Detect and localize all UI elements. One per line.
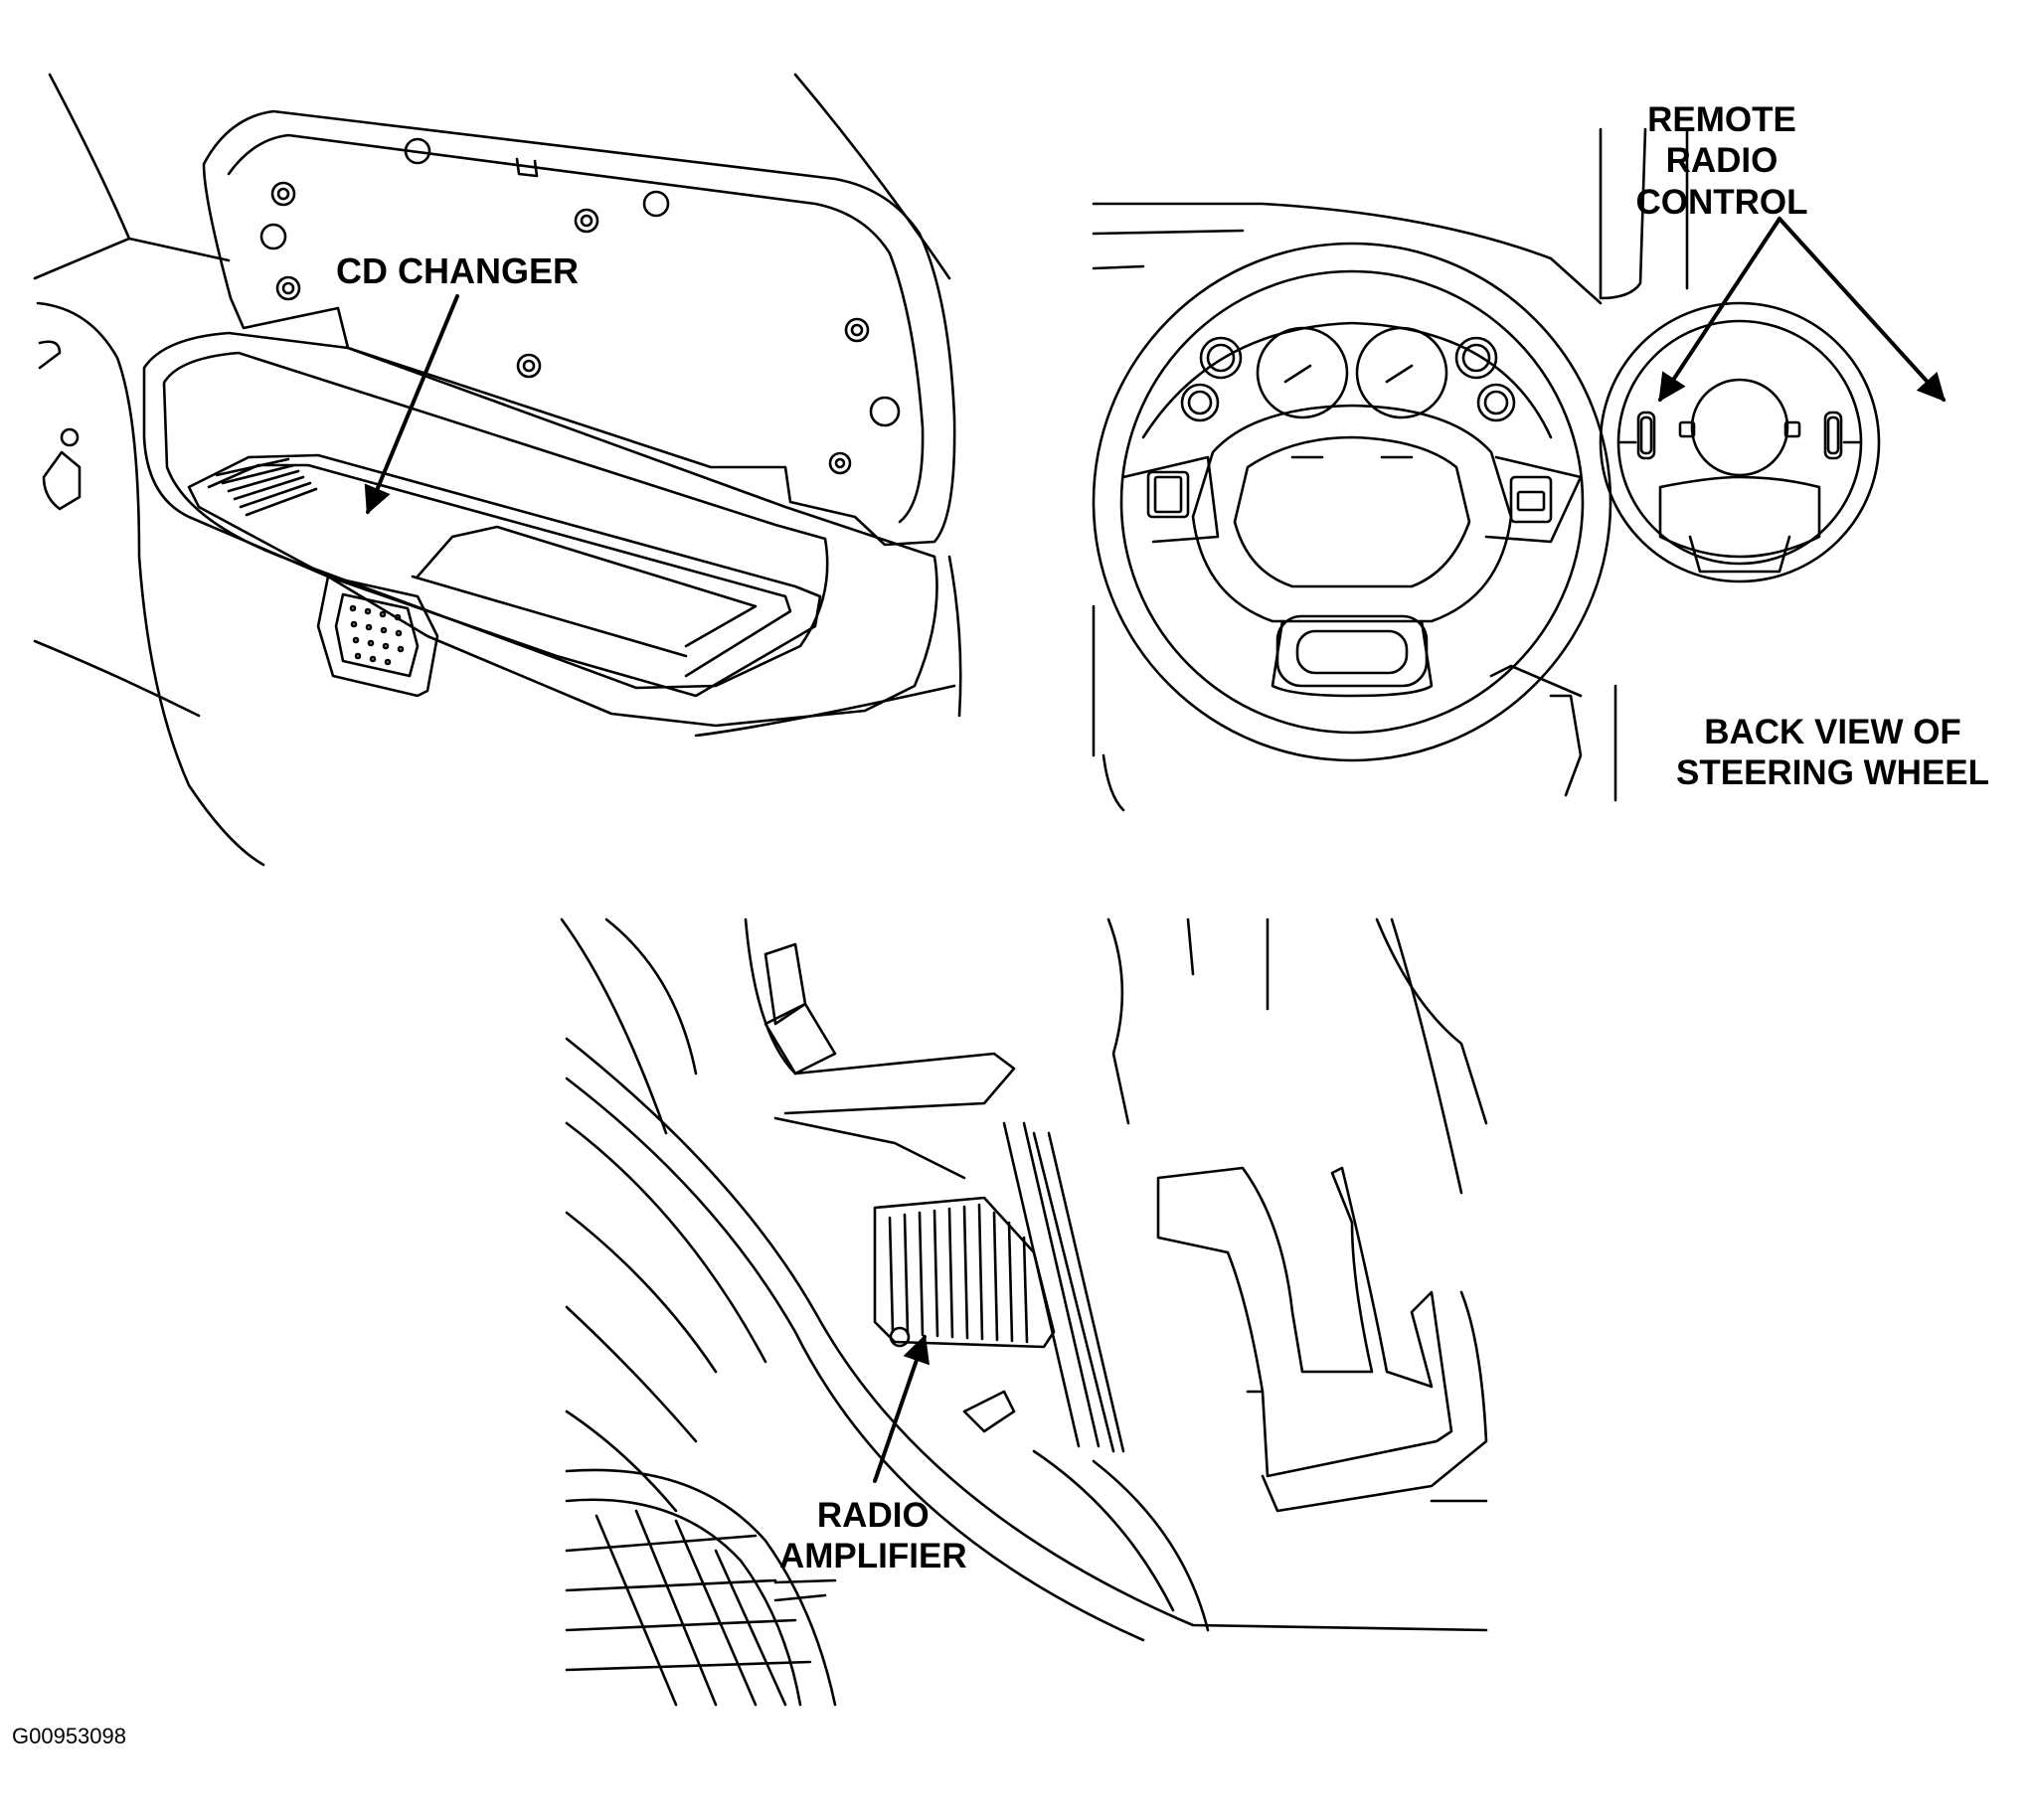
remote-label-line-1: REMOTE bbox=[1647, 100, 1796, 139]
remote-label-line-2: RADIO bbox=[1665, 141, 1779, 181]
amp-label-line-2: AMPLIFIER bbox=[779, 1537, 967, 1576]
back-view-label: BACK VIEW OF STEERING WHEEL bbox=[1676, 712, 1989, 794]
cd-changer-panel bbox=[33, 73, 962, 867]
back-view-line-1: BACK VIEW OF bbox=[1704, 713, 1961, 751]
steering-wheel-panel bbox=[1092, 127, 1946, 812]
remote-label-line-3: CONTROL bbox=[1635, 182, 1808, 222]
radio-amplifier-panel bbox=[560, 917, 1488, 1707]
remote-radio-control-label: REMOTE RADIO CONTROL bbox=[1593, 99, 1851, 223]
cd-changer-label: CD CHANGER bbox=[336, 250, 580, 291]
amp-label-line-1: RADIO bbox=[816, 1496, 930, 1535]
radio-amplifier-label: RADIO AMPLIFIER bbox=[779, 1495, 967, 1577]
figure-id: G00953098 bbox=[12, 1724, 126, 1748]
back-view-line-2: STEERING WHEEL bbox=[1676, 753, 1990, 793]
